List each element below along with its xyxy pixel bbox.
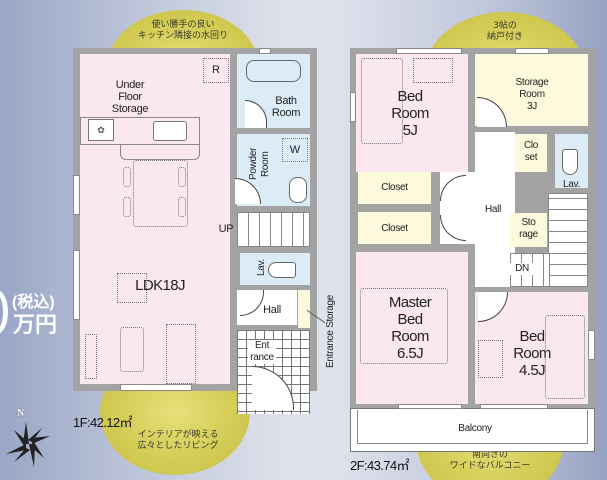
area-label-1f: 1F:42.12㎡ <box>73 415 133 430</box>
dining-chair <box>123 167 131 187</box>
dining-table <box>133 160 188 227</box>
label-closet-small: Clo set <box>523 140 539 163</box>
toilet-2f <box>562 149 578 175</box>
bed-45j <box>545 315 585 399</box>
kitchen-island <box>120 145 200 160</box>
room-storage-2f <box>510 213 547 247</box>
label-ldk: LDK18J <box>135 277 185 294</box>
sofa <box>166 324 196 384</box>
staircase-2f <box>548 193 588 287</box>
dining-chair <box>178 167 186 187</box>
label-storage-2f: Sto rage <box>519 217 538 240</box>
room-hall-2f <box>475 132 515 287</box>
price-tax-note: (税込) <box>12 294 55 311</box>
price-digit-fragment <box>0 290 8 334</box>
compass-star-icon <box>6 422 50 467</box>
label-hall-1f: Hall <box>263 304 281 316</box>
window-1f-left-2 <box>73 250 80 320</box>
label-bed-room-5j: Bed Room 5J <box>391 88 429 139</box>
dining-chair <box>178 197 186 217</box>
desk-45j <box>478 340 503 378</box>
dining-chair <box>123 197 131 217</box>
label-balcony: Balcony <box>458 423 492 434</box>
callout-2f-top: 3帖の 納戸付き <box>486 21 523 42</box>
window-2f-bottom-1 <box>398 404 462 409</box>
label-storage-room-3j: Storage Room 3J <box>515 77 549 112</box>
desk-5j <box>413 58 453 83</box>
label-closet-2: Closet <box>381 223 408 234</box>
callout-1f-bottom: インテリアが映える 広々としたリビング <box>137 430 219 451</box>
window-1f-top <box>259 48 271 54</box>
room-master-bed <box>356 252 468 404</box>
label-up: UP <box>218 223 234 235</box>
callout-2f-bottom: 南向きの ワイドなバルコニー <box>449 450 531 471</box>
window-2f-right <box>588 330 595 360</box>
window-1f-bottom <box>120 384 192 391</box>
washer-mark: W <box>289 144 301 156</box>
room-closet-1 <box>358 172 431 204</box>
coffee-table <box>120 327 144 372</box>
window-2f-top-1 <box>396 48 462 54</box>
label-under-floor-storage: Under Floor Storage <box>111 79 149 115</box>
label-closet-1: Closet <box>381 182 408 193</box>
north-label: N <box>17 408 25 419</box>
balcony-inner <box>357 410 588 444</box>
label-hall-2f: Hall <box>484 204 502 215</box>
area-label-2f: 2F:43.74㎡ <box>350 458 410 473</box>
window-1f-left-1 <box>73 175 80 215</box>
compass: N <box>4 408 54 468</box>
refrigerator-mark: R <box>212 64 220 76</box>
washbasin <box>289 177 307 203</box>
label-master-bed-room: Master Bed Room 6.5J <box>388 294 432 362</box>
sink-icon <box>153 121 187 141</box>
living-chair <box>117 273 147 303</box>
window-2f-bottom-2 <box>480 404 548 409</box>
label-entrance-storage: Entrance Storage <box>325 294 336 368</box>
label-entrance: Ent rance <box>248 340 276 364</box>
label-bed-room-45j: Bed Room 4.5J <box>513 328 551 379</box>
window-2f-left <box>350 92 356 122</box>
room-closet-2 <box>358 212 431 244</box>
window-2f-top-2 <box>515 48 549 54</box>
callout-1f-top: 使い勝手の良い キッチン隣接の水回り <box>137 20 228 41</box>
price-unit: 万円 <box>13 312 58 337</box>
room-bed-5j <box>356 54 468 172</box>
label-lav-1f: Lav. <box>256 259 267 277</box>
washer-space: W <box>282 138 308 162</box>
label-lav-2f: Lav. <box>563 179 580 190</box>
room-closet-small <box>515 134 547 172</box>
bathtub <box>246 60 301 82</box>
room-ldk <box>80 54 230 384</box>
stove-icon: ✿ <box>88 119 114 141</box>
balcony <box>350 408 595 452</box>
label-dn: DN <box>510 263 534 275</box>
bed-5j <box>361 58 403 144</box>
toilet-1f <box>268 262 296 278</box>
refrigerator-space: R <box>203 58 229 83</box>
staircase-1f <box>237 212 310 247</box>
bed-master <box>360 288 448 364</box>
label-bath-room: Bath Room <box>271 95 301 119</box>
tv-stand <box>85 334 97 379</box>
label-powder-room: Powder Room <box>248 147 271 181</box>
room-entrance-storage <box>298 290 310 328</box>
